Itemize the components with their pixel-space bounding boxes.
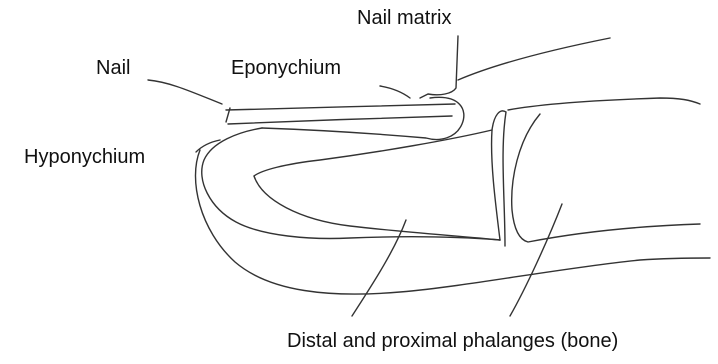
- nail-matrix-leader: [420, 36, 458, 98]
- bone-leader-1: [352, 220, 406, 316]
- nail-leader: [148, 80, 222, 104]
- hyponychium-label: Hyponychium: [24, 147, 145, 167]
- nail-label: Nail: [96, 58, 130, 78]
- proximal-phalanx-outline: [512, 114, 700, 242]
- distal-phalanx-inner: [254, 130, 492, 176]
- proximal-segment-outline: [508, 98, 700, 110]
- nail-plate-top: [226, 104, 455, 110]
- distal-phalanx-base: [254, 176, 500, 240]
- fingertip-pulp-outline: [202, 128, 500, 240]
- nail-matrix-label: Nail matrix: [357, 8, 451, 28]
- bone-leader-2: [510, 204, 562, 316]
- nail-plate-bottom: [228, 116, 452, 124]
- finger-upper-outline: [458, 38, 610, 80]
- eponychium-label: Eponychium: [231, 58, 341, 78]
- eponychium-leader: [380, 86, 410, 98]
- distal-phalanx-outline: [492, 111, 506, 246]
- phalanges-label: Distal and proximal phalanges (bone): [287, 331, 618, 351]
- finger-lower-outline: [195, 150, 710, 294]
